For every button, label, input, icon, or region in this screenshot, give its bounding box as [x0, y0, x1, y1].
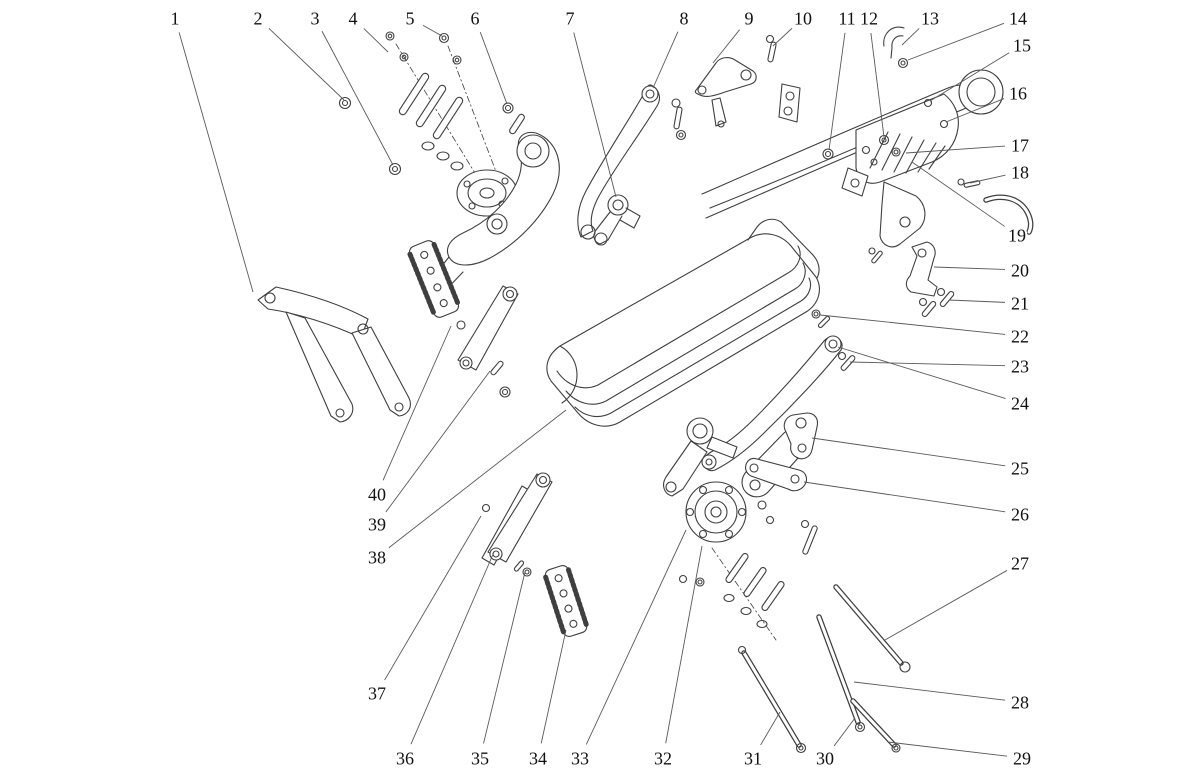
part-label-27: 27: [1011, 553, 1029, 573]
part-label-33: 33: [571, 748, 589, 768]
leader-line-40: [382, 325, 452, 481]
part-label-30: 30: [816, 748, 834, 768]
part-art-swingarm: [663, 309, 856, 555]
leader-line-37: [384, 515, 482, 681]
part-art-hub: [685, 481, 747, 543]
part-art-skid-plate: [546, 218, 820, 427]
part-label-9: 9: [745, 8, 754, 28]
part-label-14: 14: [1009, 8, 1027, 28]
part-label-20: 20: [1011, 260, 1029, 280]
part-label-21: 21: [1011, 293, 1029, 313]
part-label-35: 35: [471, 748, 489, 768]
part-art-knuckle: [593, 194, 641, 246]
leader-line-23: [849, 361, 1006, 367]
part-label-10: 10: [794, 8, 812, 28]
part-label-6: 6: [471, 8, 480, 28]
leader-line-30: [833, 717, 856, 747]
leader-line-16: [945, 98, 1005, 123]
leader-line-7: [573, 32, 617, 198]
part-art-frame-spar: [701, 26, 1034, 264]
leader-line-6: [479, 31, 508, 105]
leader-line-2: [268, 28, 345, 101]
part-label-16: 16: [1009, 83, 1027, 103]
leader-line-28: [853, 681, 1006, 701]
part-label-15: 15: [1013, 35, 1031, 55]
leader-line-4: [363, 28, 389, 53]
part-label-36: 36: [396, 748, 414, 768]
part-label-23: 23: [1011, 356, 1029, 376]
part-label-2: 2: [254, 8, 263, 28]
part-label-19: 19: [1008, 225, 1026, 245]
part-label-4: 4: [349, 8, 358, 28]
part-label-34: 34: [529, 748, 547, 768]
leader-line-35: [483, 571, 526, 744]
leader-line-31: [760, 711, 781, 746]
part-art-kickstand: [257, 286, 411, 423]
part-label-37: 37: [368, 683, 386, 703]
part-label-28: 28: [1011, 692, 1029, 712]
leader-line-29: [887, 741, 1008, 757]
part-art-upper-arm: [577, 84, 687, 240]
part-label-12: 12: [860, 8, 878, 28]
part-label-17: 17: [1011, 135, 1029, 155]
leader-line-36: [410, 551, 495, 745]
leader-line-12: [870, 32, 885, 138]
leader-line-25: [811, 437, 1006, 467]
leader-line-26: [803, 481, 1006, 513]
part-label-40: 40: [368, 484, 386, 504]
part-label-31: 31: [744, 748, 762, 768]
leader-line-17: [905, 145, 1006, 154]
part-label-13: 13: [921, 8, 939, 28]
leader-line-8: [652, 31, 679, 89]
part-label-11: 11: [838, 8, 855, 28]
part-label-22: 22: [1011, 326, 1029, 346]
part-label-29: 29: [1013, 748, 1031, 768]
leader-line-27: [884, 570, 1008, 641]
part-label-3: 3: [311, 8, 320, 28]
leader-line-21: [948, 299, 1006, 303]
leader-line-3: [321, 31, 394, 166]
part-label-7: 7: [566, 8, 575, 28]
part-label-1: 1: [171, 8, 180, 28]
part-label-8: 8: [680, 8, 689, 28]
leader-line-13: [901, 28, 920, 46]
part-label-32: 32: [654, 748, 672, 768]
part-art-lever: [694, 34, 801, 128]
leader-line-10: [772, 27, 793, 47]
leader-line-32: [665, 545, 703, 744]
leader-line-20: [933, 266, 1006, 270]
leader-line-1: [178, 32, 254, 293]
leader-line-24: [837, 346, 1006, 400]
leader-line-39: [385, 370, 491, 513]
leader-line-22: [819, 314, 1006, 335]
part-label-26: 26: [1011, 504, 1029, 524]
part-label-24: 24: [1011, 393, 1029, 413]
part-label-39: 39: [368, 514, 386, 534]
leader-line-34: [540, 629, 567, 744]
part-label-38: 38: [368, 547, 386, 567]
leader-line-14: [907, 22, 1005, 61]
leader-line-15: [929, 52, 1010, 102]
leader-line-5: [422, 24, 443, 37]
part-label-5: 5: [406, 8, 415, 28]
part-label-18: 18: [1011, 162, 1029, 182]
leader-line-33: [585, 529, 687, 745]
leader-line-9: [712, 29, 740, 64]
leader-line-11: [828, 32, 846, 151]
part-label-25: 25: [1011, 458, 1029, 478]
diagram-artwork: [257, 26, 1034, 754]
part-art-axle-bolts: [678, 547, 911, 754]
leader-line-38: [388, 409, 567, 549]
leader-line-18: [969, 174, 1006, 184]
part-art-mount-bracket: [905, 241, 955, 318]
leader-line-19: [911, 161, 1005, 227]
part-art-footpegs: [407, 240, 589, 637]
